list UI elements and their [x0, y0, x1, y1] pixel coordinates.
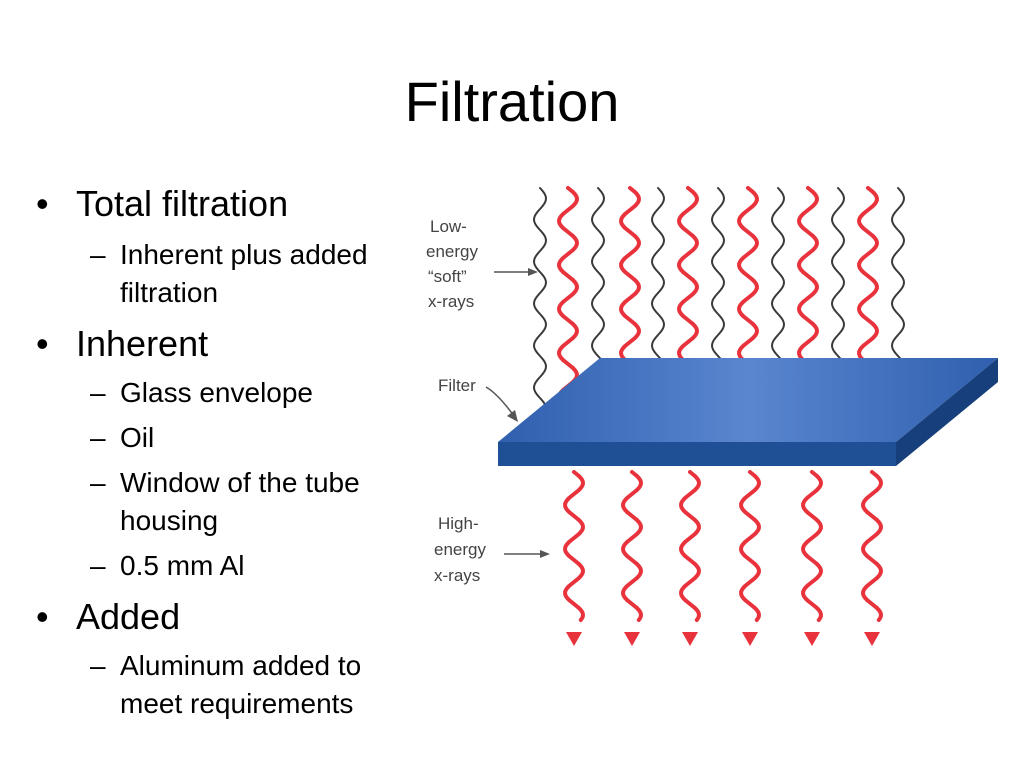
- low-energy-label-line-2: energy: [426, 242, 478, 261]
- ray-arrowhead: [742, 632, 758, 646]
- bullet-text: Added: [76, 596, 181, 637]
- ray-arrowhead: [804, 632, 820, 646]
- sub-bullet-marker: –: [90, 650, 106, 681]
- ray-arrowhead: [566, 632, 582, 646]
- sub-bullet-inherent-plus-added: – Inherent plus added filtration: [0, 236, 430, 312]
- filtration-diagram-svg: Low- energy “soft” x-rays Filter High- e…: [426, 186, 998, 646]
- filter-slab: [498, 358, 998, 466]
- low-energy-label: Low- energy “soft” x-rays: [426, 217, 478, 311]
- sub-bullet-text: Oil: [120, 422, 155, 453]
- ray-arrowhead: [682, 632, 698, 646]
- ray-arrowhead: [624, 632, 640, 646]
- filtration-diagram: Low- energy “soft” x-rays Filter High- e…: [420, 180, 1010, 660]
- filter-arrow: [485, 386, 518, 422]
- filter-front-face: [498, 442, 896, 466]
- hard-ray-transmitted: [861, 470, 883, 622]
- low-energy-label-line-3: “soft”: [428, 267, 467, 286]
- sub-bullet-marker: –: [90, 422, 106, 453]
- sub-bullet-marker: –: [90, 550, 106, 581]
- high-energy-label: High- energy x-rays: [434, 514, 486, 585]
- sub-bullet-text: Window of the tube housing: [120, 467, 360, 536]
- bullet-text: Total filtration: [76, 183, 289, 224]
- hard-ray-transmitted: [563, 470, 585, 622]
- bullet-marker: •: [36, 323, 49, 364]
- sub-bullet-marker: –: [90, 377, 106, 408]
- hard-ray-transmitted: [739, 470, 761, 622]
- bullet-text: Inherent: [76, 323, 209, 364]
- low-energy-label-line-1: Low-: [430, 217, 467, 236]
- low-energy-label-line-4: x-rays: [428, 292, 474, 311]
- soft-ray: [532, 187, 548, 433]
- ray-arrowhead: [864, 632, 880, 646]
- sub-bullet-aluminum-thickness: – 0.5 mm Al: [0, 547, 420, 585]
- sub-bullet-glass-envelope: – Glass envelope: [0, 374, 420, 412]
- sub-bullet-window-of-tube-housing: – Window of the tube housing: [0, 464, 420, 540]
- bullet-total-filtration: • Total filtration: [0, 180, 430, 228]
- high-energy-label-line-2: energy: [434, 540, 486, 559]
- low-energy-arrow: [494, 268, 538, 276]
- high-energy-label-line-3: x-rays: [434, 566, 480, 585]
- bullet-list: • Total filtration – Inherent plus added…: [0, 180, 430, 723]
- bullet-inherent: • Inherent: [0, 320, 430, 368]
- sub-bullet-text: Aluminum added to meet requirements: [120, 650, 362, 719]
- sub-bullet-oil: – Oil: [0, 419, 420, 457]
- hard-ray-incident: [557, 186, 579, 414]
- filter-label: Filter: [438, 376, 476, 395]
- sub-bullet-text: 0.5 mm Al: [120, 550, 245, 581]
- transmitted-rays: [563, 470, 883, 646]
- bullet-added: • Added: [0, 593, 430, 641]
- sub-bullet-text: Inherent plus added filtration: [120, 239, 368, 308]
- filter-top-face: [498, 358, 998, 442]
- bullet-marker: •: [36, 183, 49, 224]
- bullet-marker: •: [36, 596, 49, 637]
- sub-bullet-marker: –: [90, 239, 106, 270]
- high-energy-arrow: [504, 550, 550, 558]
- hard-ray-transmitted: [801, 470, 823, 622]
- hard-ray-transmitted: [679, 470, 701, 622]
- sub-bullet-marker: –: [90, 467, 106, 498]
- slide-title: Filtration: [404, 69, 620, 133]
- sub-bullet-aluminum-added: – Aluminum added to meet requirements: [0, 647, 420, 723]
- hard-ray-transmitted: [621, 470, 643, 622]
- high-energy-label-line-1: High-: [438, 514, 479, 533]
- sub-bullet-text: Glass envelope: [120, 377, 314, 408]
- filter-side-face: [896, 358, 998, 466]
